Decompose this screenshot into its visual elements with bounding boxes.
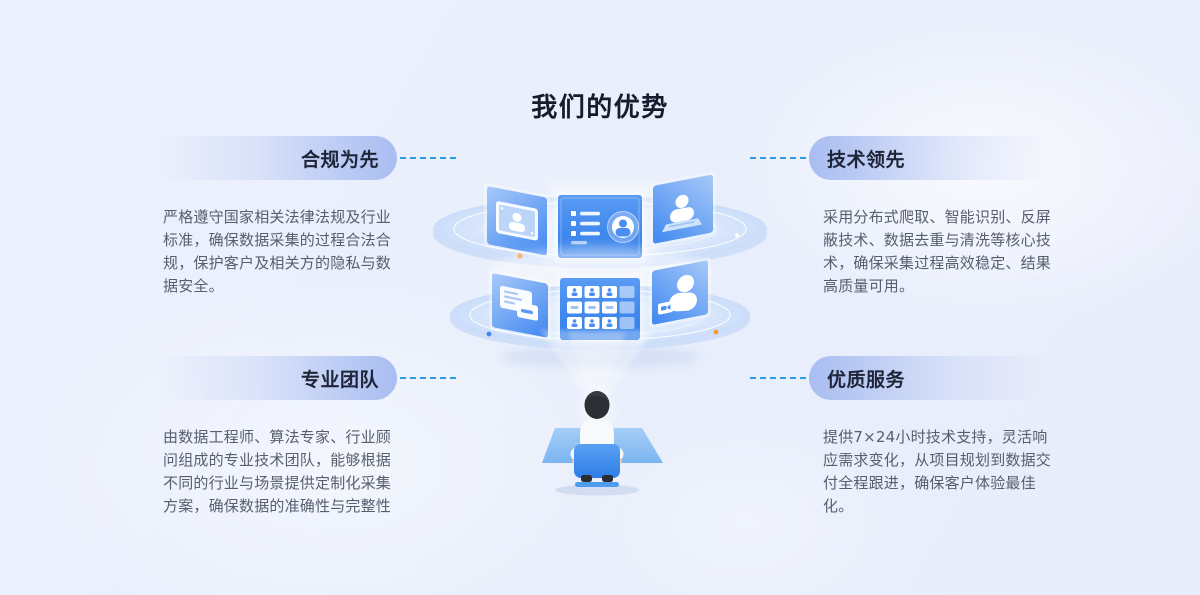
feature-pill: 合规为先 xyxy=(155,136,397,180)
feature-pill: 专业团队 xyxy=(155,356,397,400)
feature-description: 由数据工程师、算法专家、行业顾问组成的专业技术团队，能够根据不同的行业与场景提供… xyxy=(163,428,392,515)
feature-pill: 技术领先 xyxy=(809,136,1051,180)
feature-header: 专业团队 xyxy=(155,356,459,400)
feature-quality-service: 优质服务 提供7×24小时技术支持，灵活响应需求变化，从项目规划到数据交付全程跟… xyxy=(747,356,1053,518)
document-cards-screen-icon xyxy=(489,270,551,341)
photo-avatar-screen-icon xyxy=(484,183,550,259)
feature-tech-leading: 技术领先 采用分布式爬取、智能识别、反屏蔽技术、数据去重与清洗等核心技术，确保采… xyxy=(747,136,1053,298)
person-at-desk-icon xyxy=(542,390,663,496)
feature-title: 技术领先 xyxy=(827,148,906,171)
feature-title: 合规为先 xyxy=(300,148,379,171)
feature-header: 技术领先 xyxy=(747,136,1053,180)
blue-dot xyxy=(486,331,492,337)
white-dot xyxy=(735,233,739,237)
orange-dot xyxy=(713,329,719,335)
feature-header: 优质服务 xyxy=(747,356,1053,400)
dashed-connector xyxy=(750,377,806,379)
center-illustration xyxy=(430,160,770,508)
feature-title: 专业团队 xyxy=(300,368,379,391)
feature-description: 采用分布式爬取、智能识别、反屏蔽技术、数据去重与清洗等核心技术，确保采集过程高效… xyxy=(823,208,1052,295)
laptop-user-screen-icon xyxy=(650,171,716,247)
contact-grid-screen-icon xyxy=(556,274,644,344)
section-title: 我们的优势 xyxy=(531,93,669,124)
dashed-connector xyxy=(750,157,806,159)
dashed-connector xyxy=(400,377,456,379)
feature-compliance-first: 合规为先 严格遵守国家相关法律法规及行业标准，确保数据采集的过程合法合规，保护客… xyxy=(155,136,459,298)
feature-description: 严格遵守国家相关法律法规及行业标准，确保数据采集的过程合法合规，保护客户及相关方… xyxy=(163,208,392,295)
feature-title: 优质服务 xyxy=(827,368,906,391)
feature-description: 提供7×24小时技术支持，灵活响应需求变化，从项目规划到数据交付全程跟进，确保客… xyxy=(823,428,1052,515)
profile-list-screen-icon xyxy=(554,191,646,262)
top-ring-platform xyxy=(433,171,767,268)
feature-professional-team: 专业团队 由数据工程师、算法专家、行业顾问组成的专业技术团队，能够根据不同的行业… xyxy=(155,356,459,518)
light-beam xyxy=(540,330,654,412)
feature-pill: 优质服务 xyxy=(809,356,1051,400)
dashed-connector xyxy=(400,157,456,159)
feature-header: 合规为先 xyxy=(155,136,459,180)
user-silhouette-screen-icon xyxy=(649,257,711,328)
